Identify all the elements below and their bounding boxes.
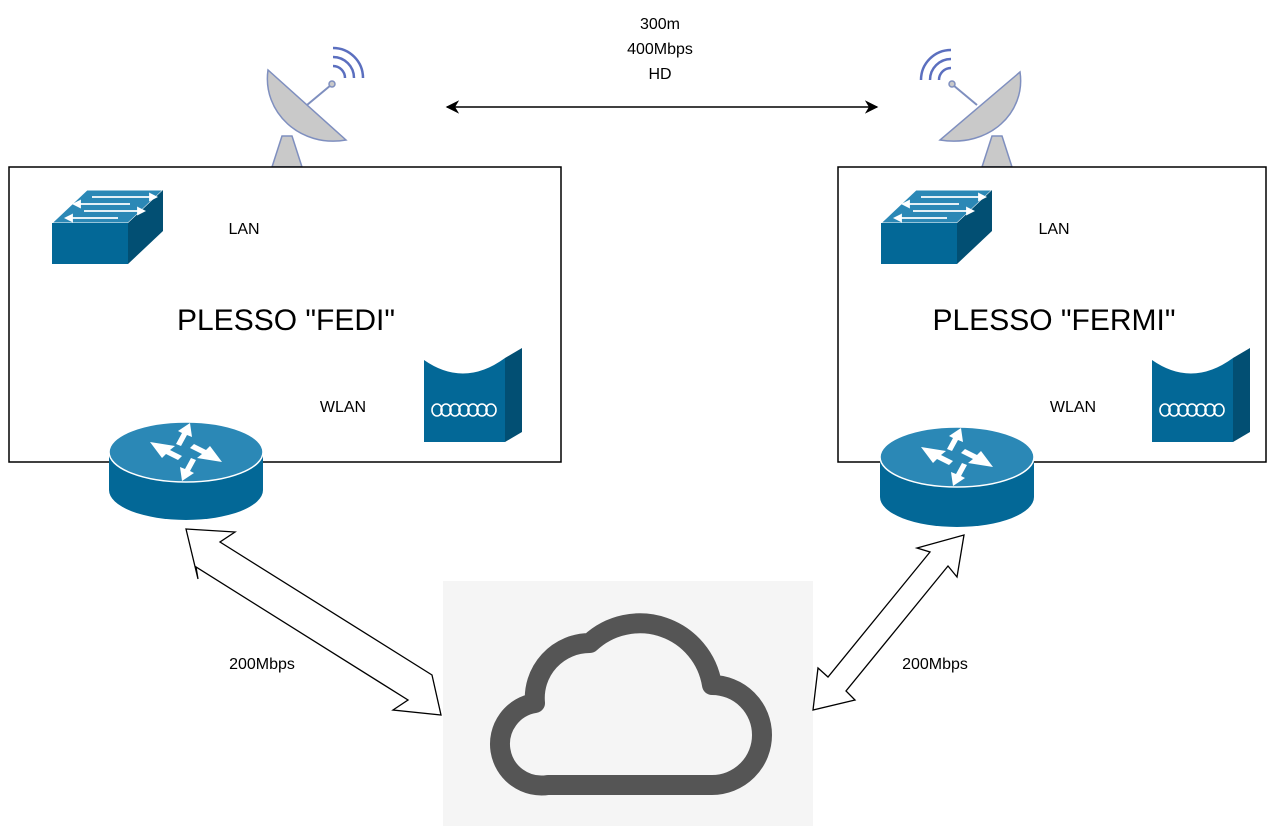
wlan-label: WLAN — [320, 399, 366, 416]
wireless-access-point-icon — [1152, 348, 1250, 442]
site-fedi: LAN PLESSO "FEDI" WLAN — [8, 46, 562, 520]
uplink-fermi: 200Mbps — [812, 534, 968, 711]
link-distance: 300m — [640, 16, 680, 33]
cloud-icon — [490, 613, 772, 796]
site-name: PLESSO "FERMI" — [932, 304, 1175, 337]
uplink-fedi: 200Mbps — [185, 528, 442, 716]
satellite-dish-icon — [919, 48, 1022, 168]
link-bandwidth: 400Mbps — [627, 41, 693, 58]
wireless-link: 300m 400Mbps HD — [445, 16, 879, 114]
lan-label: LAN — [1038, 221, 1069, 238]
uplink-label: 200Mbps — [229, 656, 295, 673]
uplink-label: 200Mbps — [902, 656, 968, 673]
satellite-dish-icon — [266, 46, 365, 168]
internet-cloud — [443, 581, 813, 826]
uplink-arrow — [185, 528, 442, 716]
link-mode: HD — [648, 66, 671, 83]
router-icon — [879, 426, 1035, 527]
wlan-label: WLAN — [1050, 399, 1096, 416]
switch-icon — [879, 189, 994, 264]
site-name: PLESSO "FEDI" — [177, 304, 395, 337]
uplink-arrow — [812, 534, 965, 711]
switch-icon — [50, 189, 165, 264]
router-icon — [108, 421, 264, 520]
lan-label: LAN — [228, 221, 259, 238]
site-fermi: LAN PLESSO "FERMI" WLAN — [837, 48, 1267, 527]
wireless-access-point-icon — [424, 348, 522, 442]
